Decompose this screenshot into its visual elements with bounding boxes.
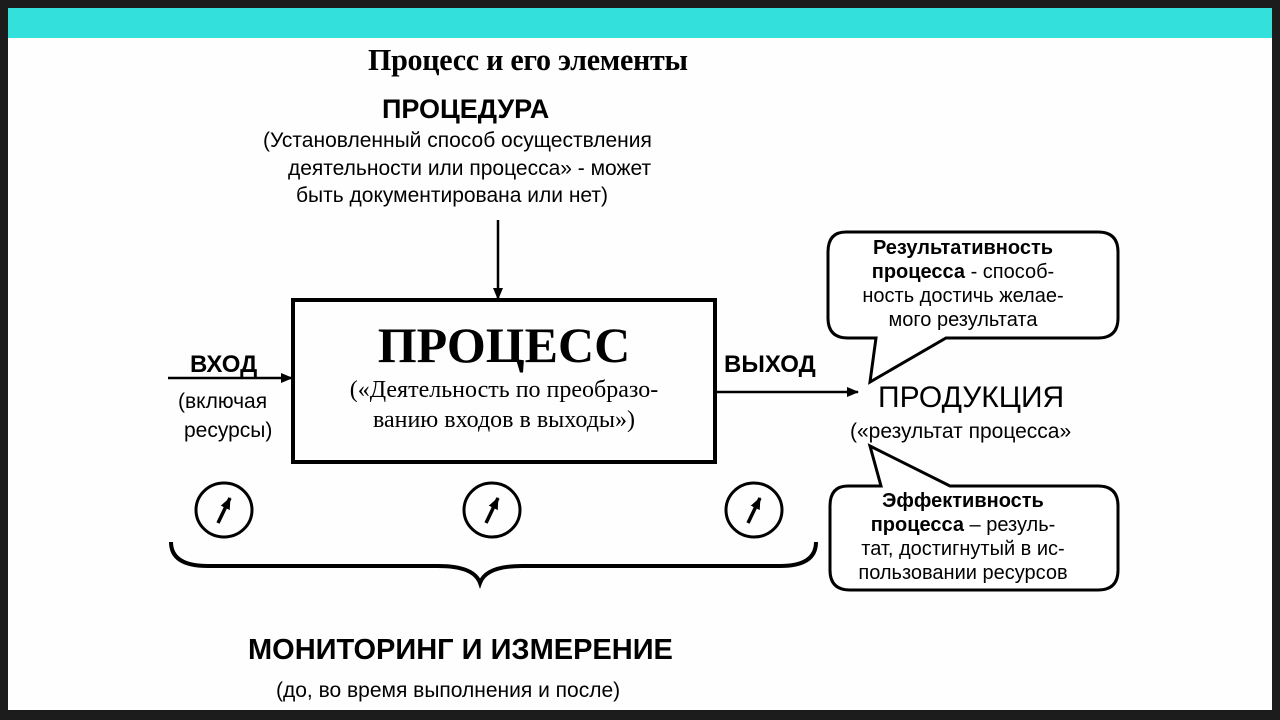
effectiveness-definition: - способ- bbox=[965, 261, 1055, 283]
slide: Процесс и его элементы ПРОЦЕДУРА (Устано… bbox=[8, 8, 1272, 710]
procedure-description-line: быть документирована или нет) bbox=[296, 184, 609, 207]
output-label: ВЫХОД bbox=[724, 351, 816, 378]
header-band bbox=[8, 8, 1272, 38]
efficiency-definition: пользовании ресурсов bbox=[858, 562, 1068, 584]
efficiency-text: процесса – резуль- bbox=[828, 515, 1098, 535]
procedure-description-line: (Установленный способ осуществления bbox=[263, 129, 652, 152]
input-note-line: (включая bbox=[178, 390, 268, 413]
efficiency-term: Эффективность bbox=[882, 490, 1044, 512]
curly-brace bbox=[169, 541, 818, 589]
effectiveness-bubble bbox=[826, 230, 1120, 385]
process-title: ПРОЦЕСС bbox=[377, 317, 631, 373]
procedure-heading: ПРОЦЕДУРА bbox=[382, 94, 550, 124]
efficiency-definition: тат, достигнутый в ис- bbox=[861, 538, 1065, 560]
effectiveness-text: Результативность bbox=[828, 238, 1098, 258]
effectiveness-definition: мого результата bbox=[888, 309, 1038, 331]
input-label: ВХОД bbox=[190, 351, 258, 378]
procedure-description-line: деятельности или процесса» - может bbox=[288, 157, 652, 180]
process-box bbox=[291, 298, 717, 464]
gauge-icon bbox=[724, 481, 784, 539]
effectiveness-term: процесса bbox=[871, 261, 966, 283]
efficiency-bubble bbox=[828, 443, 1120, 592]
efficiency-text: Эффективность bbox=[828, 491, 1098, 511]
effectiveness-definition: ность достичь желае- bbox=[862, 285, 1064, 307]
gauge-icon bbox=[194, 481, 254, 539]
monitoring-note: (до, во время выполнения и после) bbox=[276, 679, 621, 702]
diagram-shapes bbox=[168, 220, 1120, 592]
process-description-line: («Деятельность по преобразо- bbox=[349, 377, 659, 403]
effectiveness-term: Результативность bbox=[872, 237, 1054, 259]
slide-title: Процесс и его элементы bbox=[368, 42, 688, 77]
product-note: («результат процесса» bbox=[850, 420, 1072, 443]
gauge-icon bbox=[462, 481, 522, 539]
efficiency-definition: – резуль- bbox=[963, 514, 1056, 536]
input-note-line: ресурсы) bbox=[184, 419, 273, 442]
efficiency-term: процесса bbox=[870, 514, 964, 536]
product-label: ПРОДУКЦИЯ bbox=[878, 381, 1065, 414]
monitoring-heading: МОНИТОРИНГ И ИЗМЕРЕНИЕ bbox=[248, 634, 673, 666]
process-description-line: ванию входов в выходы») bbox=[372, 407, 636, 433]
effectiveness-text: процесса - способ- bbox=[828, 262, 1098, 282]
